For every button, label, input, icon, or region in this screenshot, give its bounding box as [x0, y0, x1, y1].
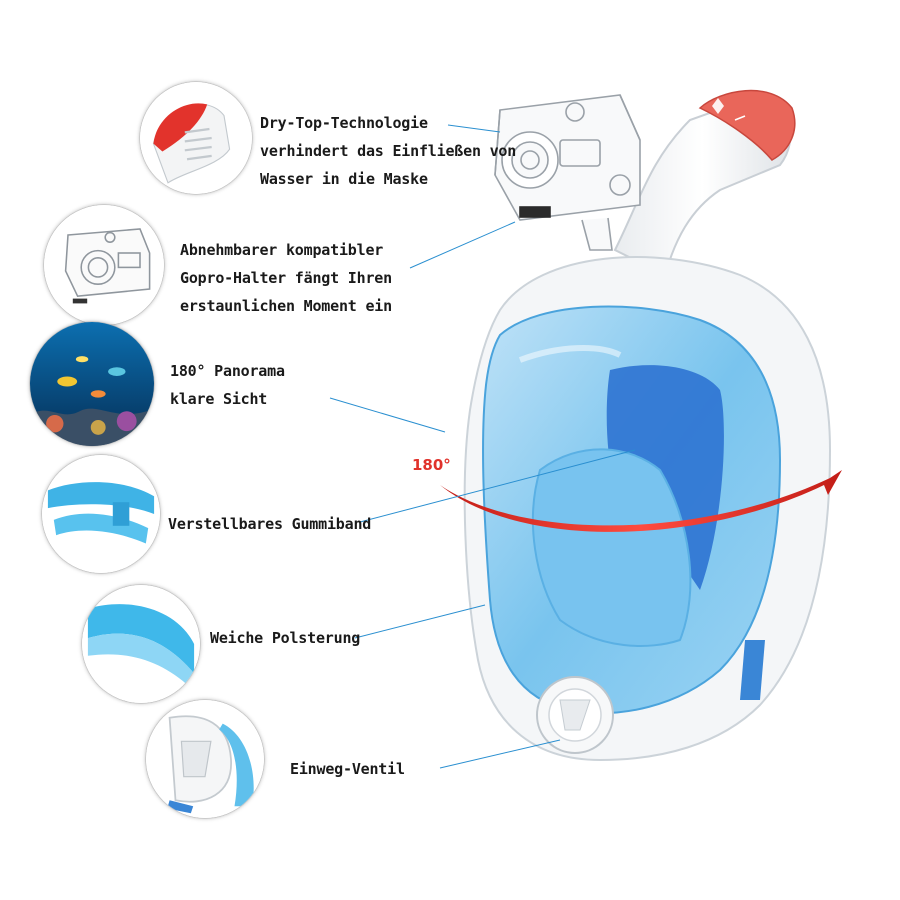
one-way-valve — [536, 676, 614, 754]
feature-line: Wasser in die Maske — [260, 170, 428, 188]
valve-icon — [146, 700, 264, 818]
feature-label-panorama: 180° Panorama klare Sicht — [170, 357, 285, 413]
feature-line: Einweg-Ventil — [290, 760, 405, 778]
strap-icon — [42, 455, 160, 573]
panorama-degree-label: 180° — [412, 456, 451, 474]
mask-lens — [482, 305, 782, 714]
padding-icon — [82, 585, 200, 703]
feature-label-gopro: Abnehmbarer kompatibler Gopro-Halter fän… — [180, 236, 392, 320]
feature-label-valve: Einweg-Ventil — [290, 755, 405, 783]
underwater-reef-icon — [30, 322, 154, 446]
gopro-camera — [494, 94, 641, 251]
dry-top-snorkel-icon — [140, 82, 252, 194]
feature-line: Verstellbares Gummiband — [168, 515, 372, 533]
feature-line: Abnehmbarer kompatibler — [180, 241, 384, 259]
feature-line: Dry-Top-Technologie — [260, 114, 428, 132]
feature-line: erstaunlichen Moment ein — [180, 297, 392, 315]
feature-label-dry-top: Dry-Top-Technologie verhindert das Einfl… — [260, 109, 516, 193]
pointer-lines — [329, 124, 636, 769]
feature-line: Gopro-Halter fängt Ihren — [180, 269, 392, 287]
feature-line: klare Sicht — [170, 390, 268, 408]
snorkel-tube — [613, 89, 796, 277]
feature-line: verhindert das Einfließen von — [260, 142, 517, 160]
feature-line: 180° Panorama — [170, 362, 285, 380]
feature-label-padding: Weiche Polsterung — [210, 624, 360, 652]
feature-line: Weiche Polsterung — [210, 629, 361, 647]
gopro-camera-icon — [44, 205, 164, 325]
feature-label-strap: Verstellbares Gummiband — [168, 510, 371, 538]
